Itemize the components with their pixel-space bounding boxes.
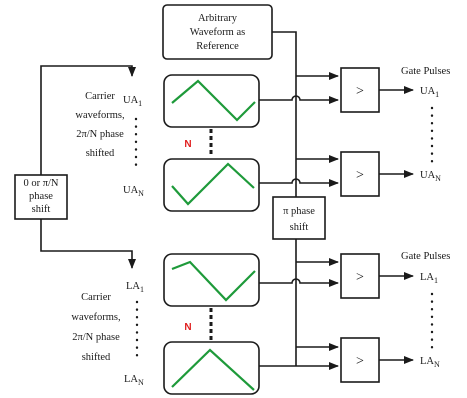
- lower-carrier-label-line3: 2π/N phase: [72, 332, 120, 343]
- lower-carrier-label-line1: Carrier: [81, 292, 111, 303]
- reference-wiring: [272, 31, 339, 366]
- upper-comparators: > > Gate Pulses UA1 UAN: [340, 66, 450, 197]
- left-phase-shift-block: 0 or π/N phase shift: [14, 65, 136, 269]
- upper-first-carrier-label: UA1: [123, 95, 142, 108]
- lower-carrier-label-line2: waveforms,: [71, 312, 120, 323]
- reference-label-line1: Arbitrary: [198, 13, 238, 24]
- lower-comparator-1-symbol: >: [356, 270, 364, 285]
- upper-carrier-section: Carrier waveforms, 2π/N phase shifted UA…: [75, 74, 339, 212]
- reference-label-line3: Reference: [196, 41, 239, 52]
- upper-carrierN-to-comp: [259, 178, 339, 187]
- upper-comparator-n: [340, 151, 380, 197]
- phase-box-line3: shift: [32, 204, 51, 215]
- lower-comparator-1: [340, 253, 380, 299]
- lower-gate-label-n: LAN: [420, 356, 440, 369]
- upper-carrier-label-line3: 2π/N phase: [76, 129, 124, 140]
- wire-to-upper-carriers: [40, 65, 136, 176]
- lower-gate-label-1: LA1: [420, 272, 438, 285]
- reference-bus: [272, 31, 297, 366]
- upper-carrier-wave-n: [171, 162, 255, 206]
- upper-gate-label-n: UAN: [420, 170, 441, 183]
- upper-carrier-label-line4: shifted: [86, 148, 115, 159]
- reference-waveform-block: Arbitrary Waveform as Reference: [162, 4, 273, 60]
- upper-carrier-box-1: [163, 74, 260, 128]
- lower-carrier-label-line4: shifted: [82, 352, 111, 363]
- lower-gate-pulses-title: Gate Pulses: [401, 251, 450, 262]
- upper-comparator-n-symbol: >: [356, 168, 364, 183]
- lower-carrier-box-n: [163, 341, 260, 395]
- pi-box-line1: π phase: [283, 206, 315, 217]
- upper-carrier-wave-1: [171, 79, 256, 122]
- upper-carrier-label-line2: waveforms,: [75, 110, 124, 121]
- pi-phase-shift-block: π phase shift: [272, 196, 326, 240]
- lower-carrier-wave-1: [171, 260, 256, 302]
- upper-n-marker: N: [184, 139, 191, 150]
- lower-carrier-box-1: [163, 253, 260, 307]
- phase-box-line1: 0 or π/N: [23, 178, 58, 189]
- lower-carrier-wave-n: [171, 348, 255, 391]
- upper-carrier-box-n: [163, 158, 260, 212]
- upper-gate-label-1: UA1: [420, 86, 439, 99]
- upper-gate-pulses-title: Gate Pulses: [401, 66, 450, 77]
- upper-last-carrier-label: UAN: [123, 185, 144, 198]
- pi-box-line2: shift: [290, 222, 309, 233]
- upper-carrier1-to-comp: [259, 95, 339, 104]
- pi-phase-shift-box: [272, 196, 326, 240]
- zero-or-pi-over-n-box: [14, 174, 68, 220]
- upper-carrier-label-line1: Carrier: [85, 91, 115, 102]
- lower-carrier1-to-comp: [259, 278, 339, 287]
- phase-box-line2: phase: [29, 191, 53, 202]
- lower-first-carrier-label: LA1: [126, 281, 144, 294]
- reference-label-line2: Waveform as: [190, 27, 245, 38]
- lower-last-carrier-label: LAN: [124, 374, 144, 387]
- lower-carrier-section: Carrier waveforms, 2π/N phase shifted LA…: [71, 253, 339, 395]
- upper-comparator-1-symbol: >: [356, 84, 364, 99]
- wire-to-lower-carriers: [40, 218, 136, 269]
- lower-comparator-n-symbol: >: [356, 354, 364, 369]
- lower-comparators: > > Gate Pulses LA1 LAN: [340, 251, 450, 383]
- lower-n-marker: N: [184, 322, 191, 333]
